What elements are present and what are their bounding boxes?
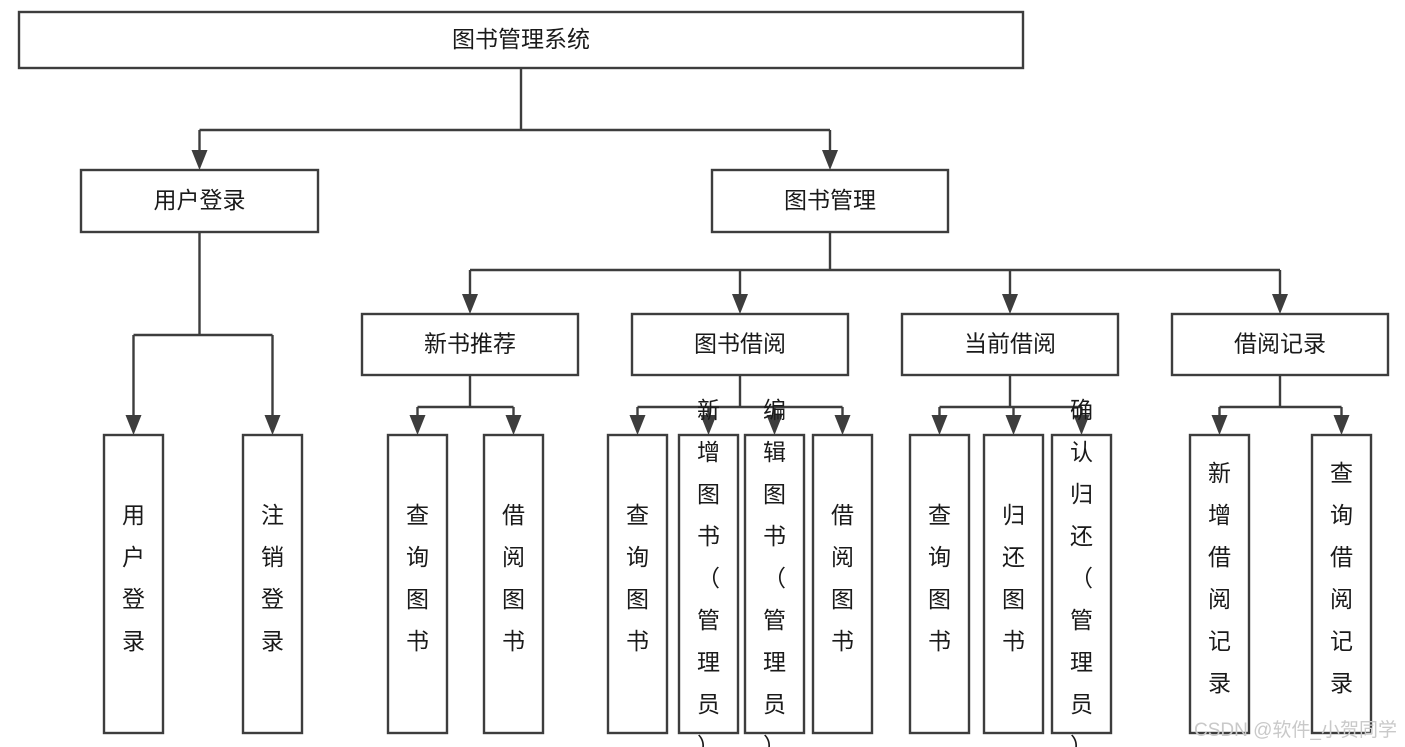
leaf-arrow-3-arrowhead — [505, 415, 522, 435]
leaf-arrow-2-arrowhead — [409, 415, 426, 435]
level3-node-borrow-record[interactable]: 借阅记录 — [1170, 312, 1390, 377]
leaf-arrow-7-arrowhead — [834, 415, 851, 435]
leaf-node-label: 归还图书 — [1002, 502, 1025, 654]
leaf-node-leaf-query-book-3[interactable]: 查询图书 — [908, 433, 971, 735]
leaf-node-leaf-user-login[interactable]: 用户登录 — [102, 433, 165, 735]
leaf-arrow-5-arrowhead — [700, 415, 717, 435]
leaf-node-label: 新增图书（管理员） — [697, 397, 720, 747]
root-node-root[interactable]: 图书管理系统 — [17, 10, 1025, 70]
level3-node-current-borrow[interactable]: 当前借阅 — [900, 312, 1120, 377]
leaf-arrow-0-arrowhead — [125, 415, 142, 435]
node-label: 当前借阅 — [964, 331, 1056, 357]
leaf-node-leaf-user-logout[interactable]: 注销登录 — [241, 433, 304, 735]
nodes-layer: 图书管理系统用户登录图书管理新书推荐图书借阅当前借阅借阅记录用户登录注销登录查询… — [17, 10, 1390, 747]
leaf-node-leaf-query-record[interactable]: 查询借阅记录 — [1310, 433, 1373, 735]
level2-node-book-manage[interactable]: 图书管理 — [710, 168, 950, 234]
node-label: 新书推荐 — [424, 331, 516, 357]
leaf-arrow-11-arrowhead — [1211, 415, 1228, 435]
leaf-node-leaf-return-book[interactable]: 归还图书 — [982, 433, 1045, 735]
leaf-arrow-6-arrowhead — [766, 415, 783, 435]
level2-to-level3-0-arrowhead — [462, 294, 478, 314]
leaf-arrow-10-arrowhead — [1073, 415, 1090, 435]
leaf-node-label: 编辑图书（管理员） — [763, 397, 786, 747]
leaf-node-label: 新增借阅记录 — [1208, 460, 1231, 696]
connectors-layer — [125, 68, 1350, 435]
leaf-node-label: 查询图书 — [626, 502, 649, 654]
leaf-node-label: 查询图书 — [928, 502, 951, 654]
level2-to-level3-1-arrowhead — [732, 294, 748, 314]
node-label: 图书管理系统 — [452, 26, 590, 52]
leaf-node-leaf-edit-book[interactable]: 编辑图书（管理员） — [743, 397, 806, 747]
node-label: 图书借阅 — [694, 331, 786, 357]
leaf-arrow-1-arrowhead — [264, 415, 281, 435]
root-to-level2-0-arrowhead — [191, 150, 208, 170]
level2-to-level3-3-arrowhead — [1272, 294, 1288, 314]
node-label: 图书管理 — [784, 187, 876, 213]
leaf-arrow-4-arrowhead — [629, 415, 646, 435]
node-label: 借阅记录 — [1234, 331, 1326, 357]
leaf-node-label: 确认归还（管理员） — [1070, 397, 1093, 747]
leaf-node-label: 借阅图书 — [502, 502, 525, 654]
leaf-node-leaf-query-book-1[interactable]: 查询图书 — [386, 433, 449, 735]
leaf-node-leaf-borrow-book-1[interactable]: 借阅图书 — [482, 433, 545, 735]
root-to-level2-1-arrowhead — [822, 150, 838, 170]
level3-node-book-borrow[interactable]: 图书借阅 — [630, 312, 850, 377]
level2-node-user-login[interactable]: 用户登录 — [79, 168, 320, 234]
leaf-arrow-8-arrowhead — [931, 415, 948, 435]
csdn-watermark: CSDN @软件_小贺同学 — [1194, 719, 1397, 741]
level3-node-new-book-recommend[interactable]: 新书推荐 — [360, 312, 580, 377]
leaf-node-leaf-borrow-book-2[interactable]: 借阅图书 — [811, 433, 874, 735]
leaf-node-label: 查询图书 — [406, 502, 429, 654]
leaf-node-leaf-confirm-return[interactable]: 确认归还（管理员） — [1050, 397, 1113, 747]
leaf-arrow-12-arrowhead — [1333, 415, 1350, 435]
leaf-arrow-9-arrowhead — [1005, 415, 1022, 435]
leaf-node-leaf-add-record[interactable]: 新增借阅记录 — [1188, 433, 1251, 735]
leaf-node-label: 查询借阅记录 — [1330, 460, 1353, 696]
leaf-node-label: 用户登录 — [122, 502, 145, 654]
leaf-node-label: 注销登录 — [261, 502, 284, 654]
leaf-node-label: 借阅图书 — [831, 502, 854, 654]
leaf-node-leaf-add-book[interactable]: 新增图书（管理员） — [677, 397, 740, 747]
node-label: 用户登录 — [154, 187, 246, 213]
leaf-node-leaf-query-book-2[interactable]: 查询图书 — [606, 433, 669, 735]
level2-to-level3-2-arrowhead — [1002, 294, 1018, 314]
